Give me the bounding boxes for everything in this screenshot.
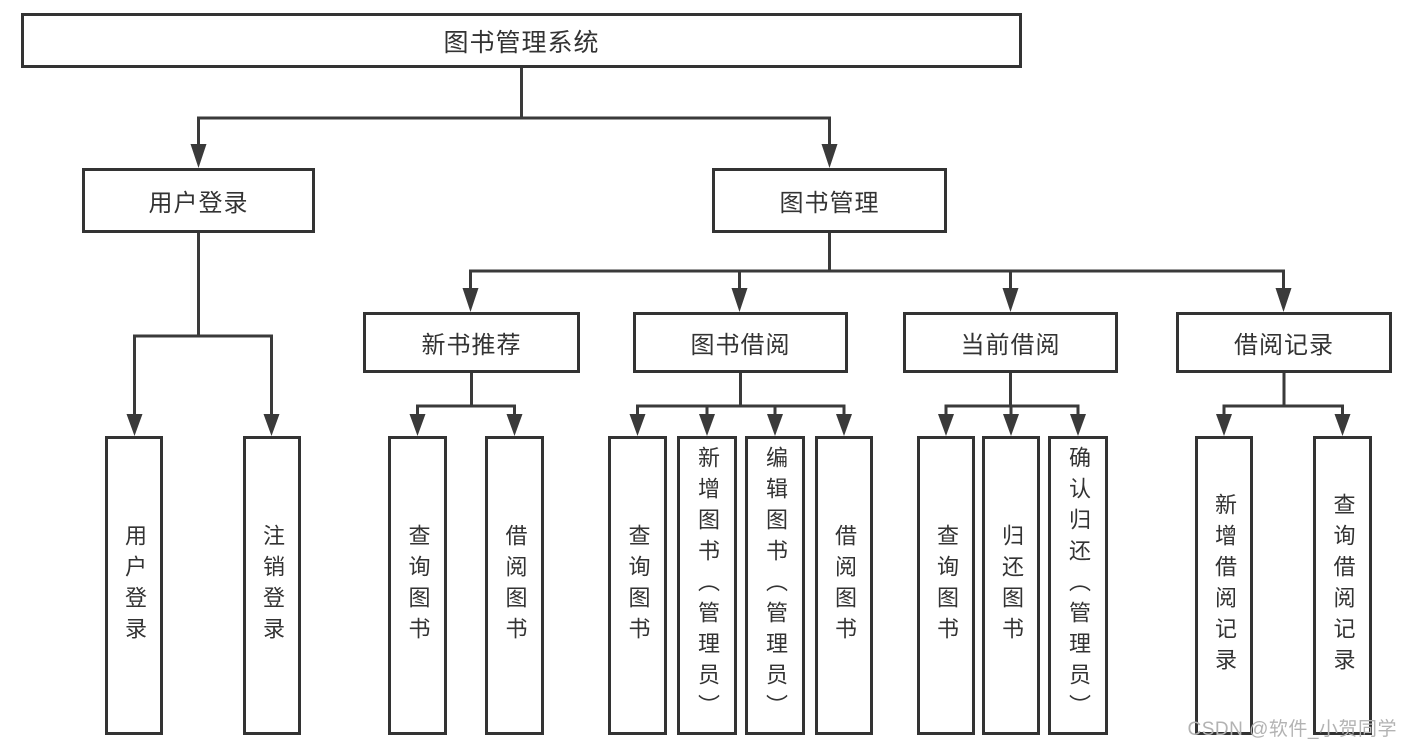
connector-new-book-recommend: [416, 372, 516, 418]
node-label: 查询图书: [934, 523, 959, 648]
arrowhead-icon: [836, 414, 852, 436]
leaf-query-books-borrow: 查询图书: [608, 436, 667, 735]
leaf-return-book: 归还图书: [982, 436, 1040, 735]
node-label: 图书借阅: [690, 332, 791, 359]
leaf-query-books-recommend: 查询图书: [388, 436, 447, 735]
arrowhead-icon: [190, 144, 207, 168]
node-label: 借阅记录: [1234, 332, 1334, 359]
leaf-query-borrow-record: 查询借阅记录: [1313, 436, 1372, 735]
arrowhead-icon: [938, 414, 954, 436]
node-label: 注销登录: [260, 523, 285, 648]
arrowhead-icon: [767, 414, 783, 436]
watermark: CSDN @软件_小贺同学: [1187, 719, 1397, 740]
node-new-book-recommend: 新书推荐: [363, 312, 580, 373]
leaf-logout: 注销登录: [243, 436, 301, 735]
arrowhead-icon: [506, 414, 523, 436]
leaf-edit-book-admin: 编辑图书（管理员）: [745, 436, 805, 735]
arrowhead-icon: [731, 288, 748, 312]
connector-book-borrow: [636, 372, 846, 418]
arrowhead-icon: [629, 414, 646, 436]
node-label: 新书推荐: [421, 332, 522, 359]
node-library-system: 图书管理系统: [21, 13, 1022, 68]
node-borrow-records: 借阅记录: [1176, 312, 1392, 373]
node-label: 借阅图书: [832, 523, 857, 648]
node-label: 图书管理系统: [443, 28, 600, 57]
arrowhead-icon: [1070, 414, 1086, 436]
arrowhead-icon: [1334, 414, 1351, 436]
leaf-confirm-return-admin: 确认归还（管理员）: [1048, 436, 1108, 735]
connector-current-borrow: [944, 372, 1080, 418]
connector-user-login: [133, 232, 273, 418]
node-label: 查询图书: [625, 523, 651, 648]
node-label: 确认归还（管理员）: [1066, 446, 1091, 725]
connector-root: [197, 67, 831, 148]
node-label: 当前借阅: [960, 332, 1061, 359]
node-label: 归还图书: [999, 523, 1024, 648]
node-label: 新增借阅记录: [1212, 492, 1237, 679]
node-label: 借阅图书: [502, 523, 528, 648]
leaf-query-books-current: 查询图书: [917, 436, 975, 735]
leaf-borrow-books: 借阅图书: [815, 436, 873, 735]
node-current-borrow: 当前借阅: [903, 312, 1118, 373]
node-label: 用户登录: [148, 190, 249, 217]
arrowhead-icon: [1275, 288, 1292, 312]
node-label: 图书管理: [779, 190, 880, 217]
node-book-borrow: 图书借阅: [633, 312, 848, 373]
arrowhead-icon: [699, 414, 715, 436]
connector-borrow-records: [1222, 372, 1344, 418]
node-label: 查询借阅记录: [1330, 492, 1356, 679]
node-label: 新增图书（管理员）: [695, 446, 720, 725]
leaf-user-login: 用户登录: [105, 436, 163, 735]
node-book-management: 图书管理: [712, 168, 947, 233]
arrowhead-icon: [1216, 414, 1232, 436]
node-label: 查询图书: [405, 523, 431, 648]
arrowhead-icon: [409, 414, 426, 436]
arrowhead-icon: [263, 414, 280, 436]
node-user-login: 用户登录: [82, 168, 315, 233]
node-label: 用户登录: [122, 523, 147, 648]
leaf-borrow-books-recommend: 借阅图书: [485, 436, 544, 735]
leaf-add-book-admin: 新增图书（管理员）: [677, 436, 737, 735]
connector-book-management: [469, 232, 1285, 292]
arrowhead-icon: [126, 414, 143, 436]
arrowhead-icon: [1002, 288, 1019, 312]
leaf-add-borrow-record: 新增借阅记录: [1195, 436, 1253, 735]
node-label: 编辑图书（管理员）: [763, 446, 788, 725]
arrowhead-icon: [462, 288, 479, 312]
arrowhead-icon: [1003, 414, 1019, 436]
arrowhead-icon: [821, 144, 838, 168]
